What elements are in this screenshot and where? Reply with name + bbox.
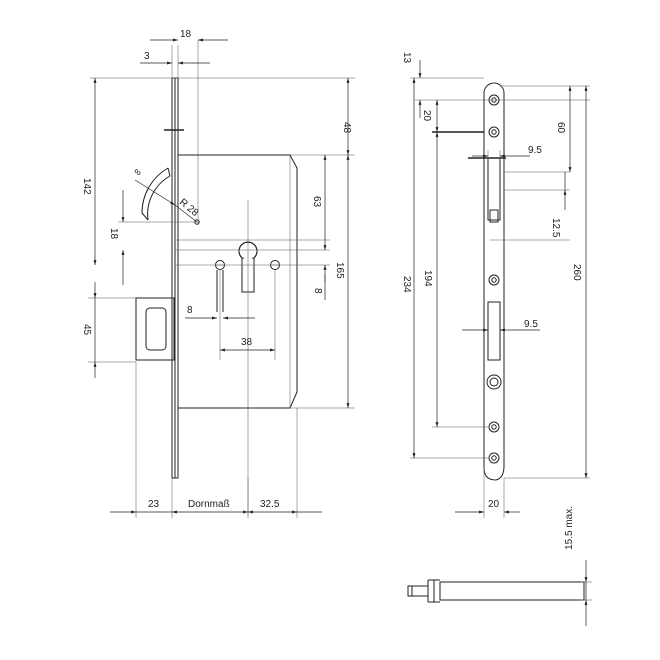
side-cylinder <box>486 374 502 390</box>
latch-bolt <box>135 297 175 361</box>
dim-bottom-max-15-5: 15.5 max. <box>564 506 575 550</box>
dim-swing-radius: ∞ <box>131 166 144 179</box>
dim-side-bolt-9-5: 9.5 <box>524 319 538 330</box>
dim-side-to-latch-60: 60 <box>555 122 566 134</box>
dim-left-23: 23 <box>148 499 160 510</box>
latch-bolt-window <box>145 307 167 351</box>
dim-handle-to-cylinder: 63 <box>311 196 322 208</box>
dim-height-165: 165 <box>334 262 345 279</box>
dim-eighteen: 18 <box>108 228 119 240</box>
dim-faceplate-thickness: 3 <box>144 51 150 62</box>
dim-height-142: 142 <box>81 178 92 195</box>
dim-side-width-20: 20 <box>488 499 500 510</box>
dim-eight-vertical: 8 <box>312 288 323 294</box>
bottom-view: 15.5 max. <box>407 506 592 626</box>
dim-backset-dornmass: Dornmaß <box>188 499 230 510</box>
side-bolt-opening <box>487 301 501 361</box>
dim-faceplate-offset: 18 <box>180 29 192 40</box>
dim-side-total-234: 234 <box>401 276 412 293</box>
dim-side-top-13: 13 <box>401 52 412 64</box>
lock-case <box>178 154 298 409</box>
dim-side-latch-9-5: 9.5 <box>528 145 542 156</box>
dim-center-38: 38 <box>241 337 253 348</box>
dim-right-32-5: 32.5 <box>260 499 280 510</box>
side-faceplate <box>483 82 505 481</box>
dim-side-total-260: 260 <box>571 264 582 281</box>
dim-latch-45: 45 <box>81 324 92 336</box>
bottom-case-profile <box>439 581 585 601</box>
dim-side-first-hole-20: 20 <box>421 110 432 122</box>
front-view: 3 18 48 142 ∞ R 28 63 165 8 18 4 <box>81 29 355 518</box>
side-screw-holes <box>488 94 500 464</box>
dim-side-latch-12-5: 12.5 <box>550 218 561 238</box>
dim-eight-horizontal: 8 <box>187 305 193 316</box>
dim-top-to-case: 48 <box>341 122 352 134</box>
side-view: 13 20 60 9.5 12.5 234 194 260 9.5 <box>401 52 590 518</box>
dim-side-holes-194: 194 <box>422 270 433 287</box>
